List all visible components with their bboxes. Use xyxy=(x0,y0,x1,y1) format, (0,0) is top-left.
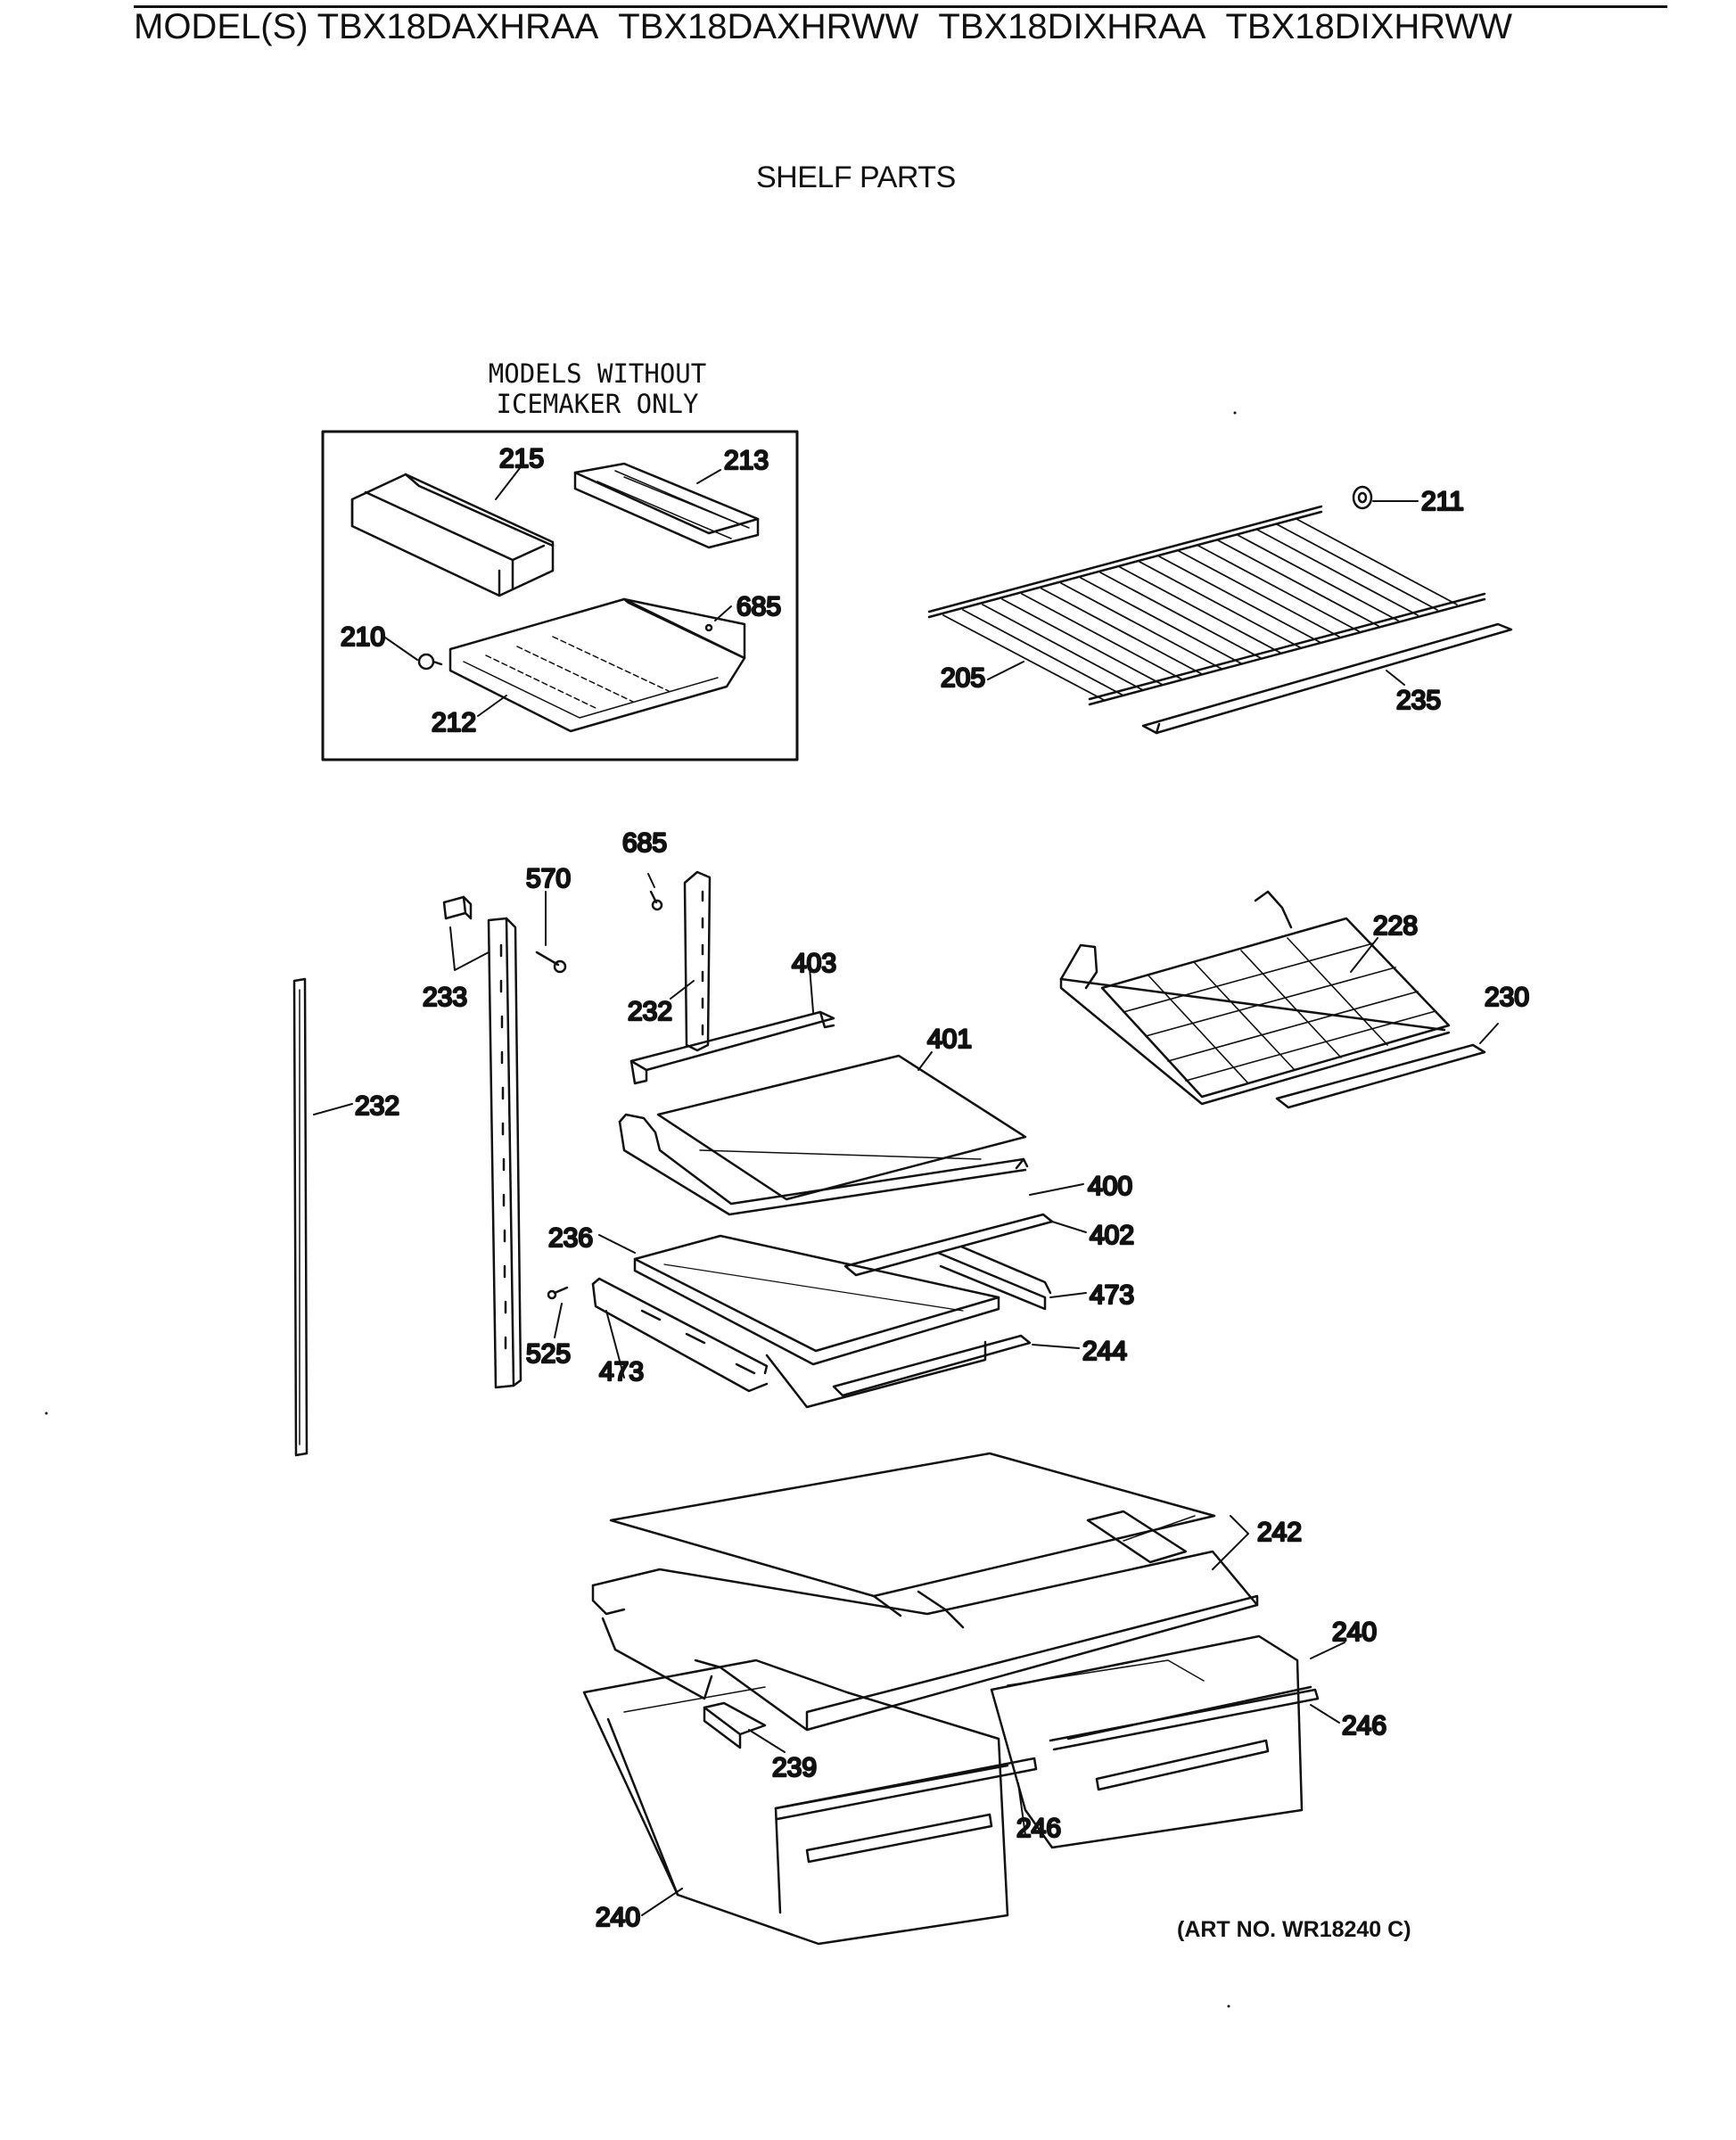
crisper-drawer-left-240 xyxy=(582,1658,1009,1946)
art-number: (ART NO. WR18240 C) xyxy=(1177,1917,1411,1942)
inset-frame xyxy=(321,430,799,761)
shelf-rail-232-left xyxy=(292,977,309,1457)
inset-caption-line: MODELS WITHOUT xyxy=(488,358,707,389)
part-labels: 215 213 685 210 212 211 205 235 685 570 … xyxy=(340,443,1531,1934)
part-label: 685 xyxy=(622,828,667,858)
cover-support-239 xyxy=(703,1701,767,1749)
part-label: 685 xyxy=(736,592,781,621)
rail-clip-233 xyxy=(442,895,473,920)
part-label: 570 xyxy=(526,864,571,893)
roller-211 xyxy=(1352,485,1373,510)
part-label: 473 xyxy=(1090,1280,1134,1310)
glass-shelf-401 xyxy=(656,1054,1027,1201)
part-label: 246 xyxy=(1342,1711,1386,1741)
part-label: 232 xyxy=(628,997,672,1026)
scan-speck xyxy=(45,1412,48,1415)
part-label: 215 xyxy=(499,444,544,473)
ice-shelf-212 xyxy=(448,597,746,733)
screw-525 xyxy=(547,1286,569,1300)
shelf-trim-244 xyxy=(832,1334,1032,1397)
part-label: 213 xyxy=(724,446,769,475)
shelf-trim-230 xyxy=(1275,1043,1486,1109)
inset-caption: MODELS WITHOUT ICEMAKER ONLY xyxy=(428,358,767,430)
part-label: 228 xyxy=(1373,911,1418,941)
part-label: 232 xyxy=(355,1091,399,1121)
header-rule xyxy=(134,5,1667,8)
shelf-rail-middle xyxy=(487,917,522,1389)
part-label: 402 xyxy=(1090,1221,1134,1250)
model-number: TBX18DIXHRWW xyxy=(1225,7,1512,46)
part-label: 401 xyxy=(927,1025,972,1054)
scan-speck xyxy=(1233,411,1237,415)
part-label: 525 xyxy=(526,1339,571,1369)
part-label: 400 xyxy=(1088,1172,1132,1201)
model-header: MODEL(S)TBX18DAXHRAA TBX18DAXHRWW TBX18DIX… xyxy=(134,7,1721,61)
crisper-cover-242 xyxy=(591,1452,1259,1732)
shelf-trim-403 xyxy=(629,1010,835,1085)
ice-bucket-215 xyxy=(350,473,555,597)
part-label: 240 xyxy=(1332,1617,1377,1647)
screw-570 xyxy=(535,951,567,974)
part-label: 473 xyxy=(599,1357,644,1387)
part-label: 235 xyxy=(1396,686,1441,715)
model-number: TBX18DAXHRAA xyxy=(317,7,599,46)
part-label: 242 xyxy=(1257,1518,1302,1547)
part-label: 403 xyxy=(792,949,836,978)
shelf-trim-235 xyxy=(1141,622,1513,735)
screw-685-mid xyxy=(649,890,663,911)
model-prefix: MODEL(S) xyxy=(134,7,309,46)
part-label: 240 xyxy=(596,1903,640,1932)
part-label: 233 xyxy=(423,983,467,1012)
part-label: 212 xyxy=(432,708,476,737)
part-label: 205 xyxy=(941,663,985,693)
section-title: SHELF PARTS xyxy=(756,160,956,194)
part-label: 246 xyxy=(1016,1814,1061,1843)
part-label: 211 xyxy=(1421,487,1464,516)
inset-caption-line: ICEMAKER ONLY xyxy=(496,389,699,419)
wire-shelf-228 xyxy=(1059,890,1451,1106)
ice-tray-213 xyxy=(573,462,760,549)
clip-210 xyxy=(417,653,443,671)
part-label: 244 xyxy=(1082,1337,1127,1366)
shelf-slides-473 xyxy=(936,1245,1052,1311)
drawer-handle-246-right xyxy=(1049,1688,1320,1751)
part-label: 239 xyxy=(772,1753,817,1782)
leader-lines xyxy=(313,467,1499,1916)
scan-speck xyxy=(1227,2004,1230,2008)
part-label: 210 xyxy=(341,622,385,652)
shelf-frame-400 xyxy=(618,1113,1029,1216)
shelf-rail-232-short xyxy=(683,870,712,1052)
shelf-trim-402 xyxy=(843,1213,1054,1277)
part-label: 236 xyxy=(548,1223,593,1253)
part-label: 230 xyxy=(1485,983,1529,1012)
model-number: TBX18DAXHRWW xyxy=(618,7,919,46)
slide-tray-473 xyxy=(591,1277,987,1409)
spillproof-shelf-236 xyxy=(633,1234,1000,1366)
drawer-handle-246-left xyxy=(774,1757,1038,1821)
wire-shelf-205 xyxy=(927,505,1486,706)
screw-685 xyxy=(704,623,713,632)
model-number: TBX18DIXHRAA xyxy=(938,7,1206,46)
